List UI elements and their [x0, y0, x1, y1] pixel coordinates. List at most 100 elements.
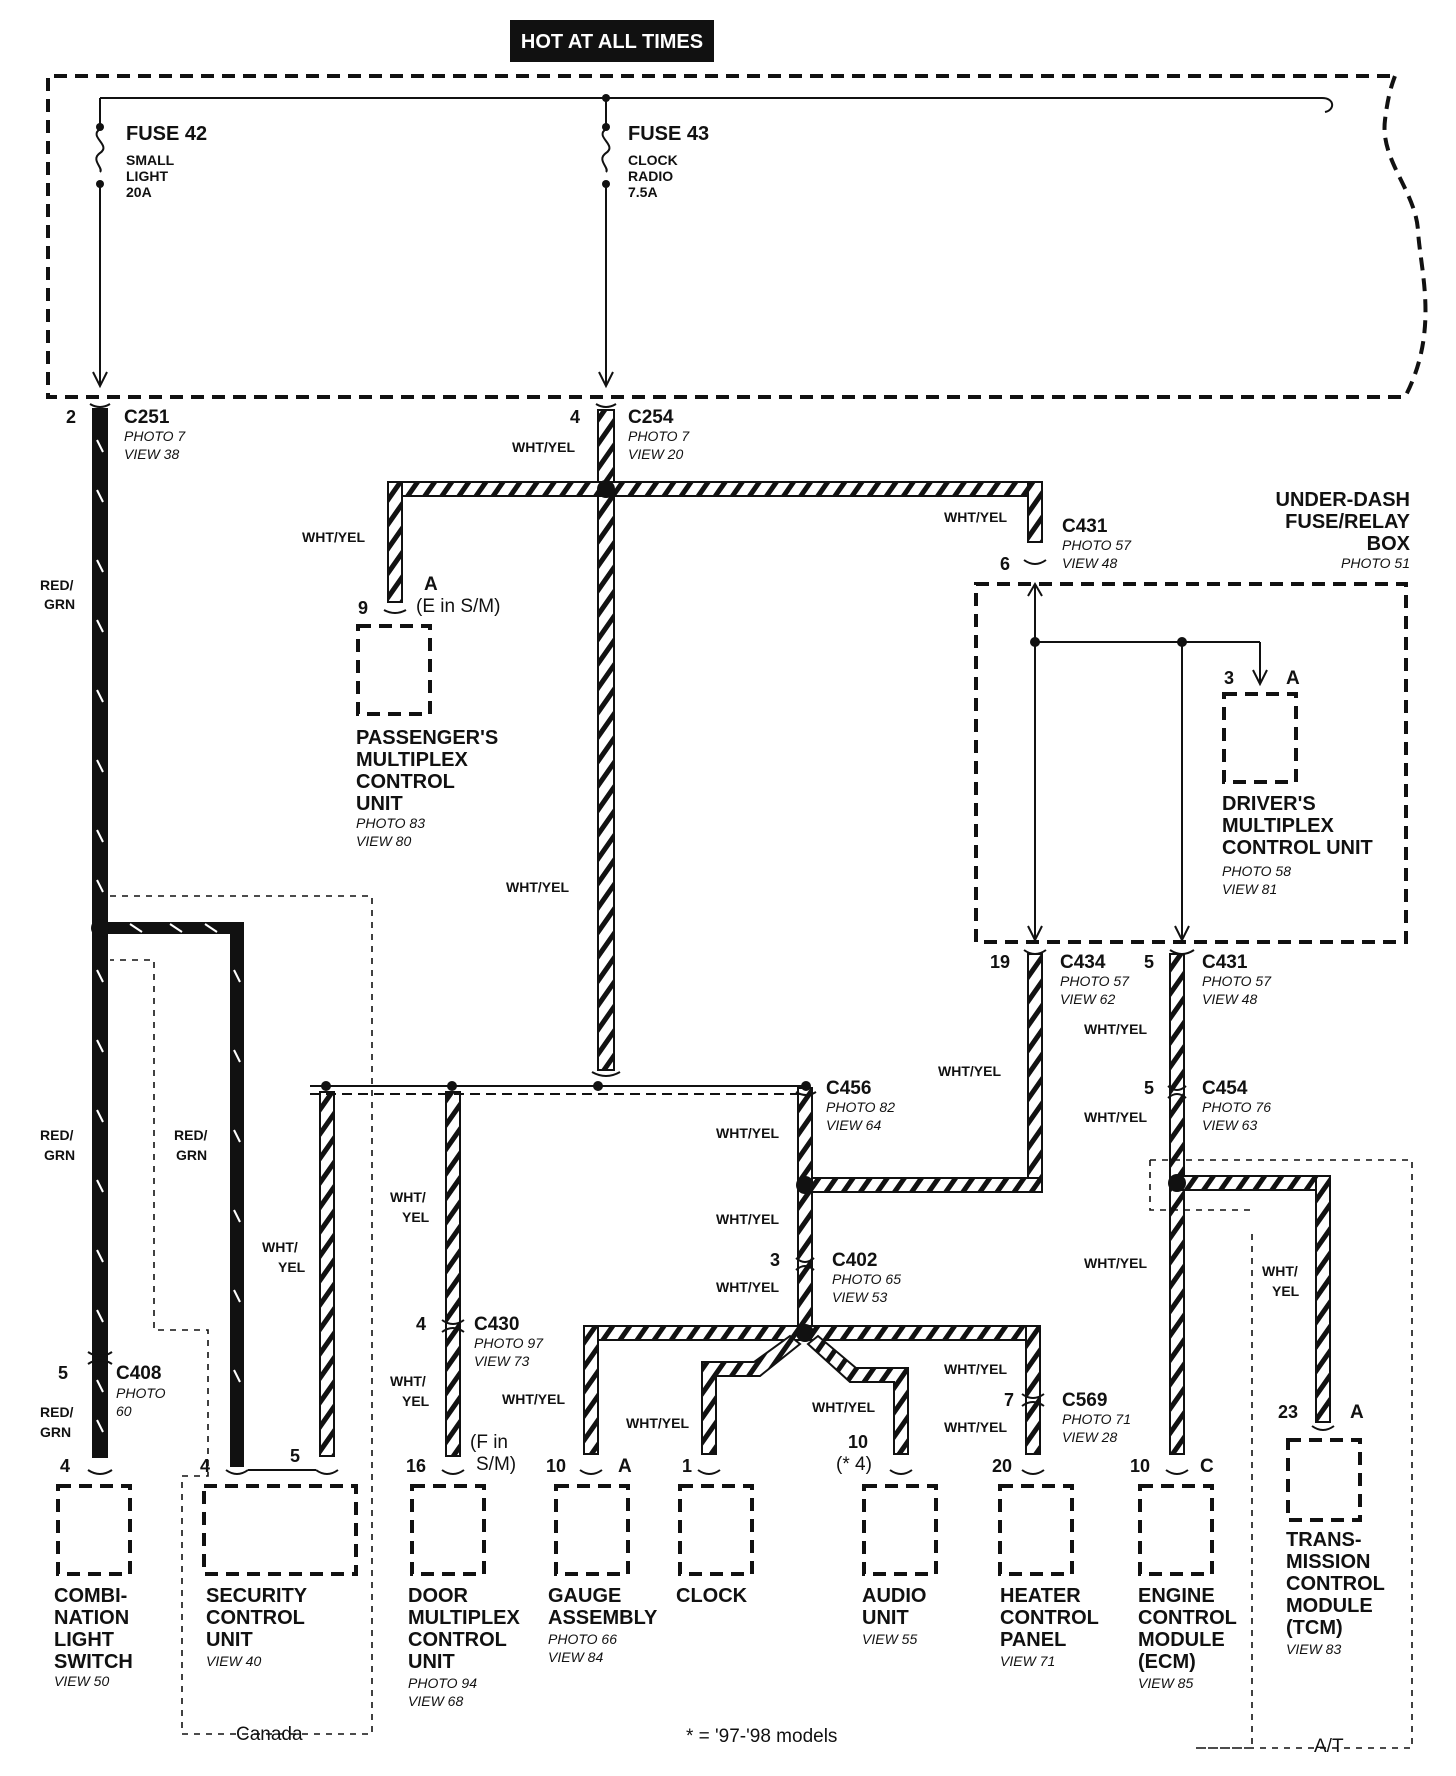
- clock-box: [678, 1484, 754, 1576]
- svg-text:VIEW 85: VIEW 85: [1138, 1675, 1193, 1691]
- svg-text:WHT/: WHT/: [390, 1189, 426, 1205]
- audio-unit-name: AUDIO: [862, 1585, 926, 1607]
- svg-text:GRN: GRN: [40, 1424, 71, 1440]
- canada-label: Canada: [236, 1724, 303, 1745]
- svg-text:4: 4: [200, 1456, 210, 1476]
- svg-text:5: 5: [58, 1363, 68, 1383]
- svg-text:CONTROL: CONTROL: [1286, 1573, 1385, 1595]
- heater-control-panel-box: [998, 1484, 1074, 1576]
- svg-text:(* 4): (* 4): [836, 1454, 872, 1475]
- gauge-assembly-box: [554, 1484, 630, 1576]
- svg-text:HOT AT ALL TIMES: HOT AT ALL TIMES: [521, 31, 703, 53]
- svg-text:WHT/YEL: WHT/YEL: [512, 439, 575, 455]
- svg-text:7: 7: [1004, 1390, 1014, 1410]
- svg-text:C: C: [1200, 1456, 1214, 1477]
- fuse-42-arrow-icon: [92, 371, 108, 389]
- c251-label: C251: [124, 407, 170, 428]
- svg-text:UNIT: UNIT: [356, 793, 403, 815]
- svg-text:ASSEMBLY: ASSEMBLY: [548, 1607, 658, 1629]
- svg-text:(E in S/M): (E in S/M): [416, 596, 500, 617]
- svg-text:PHOTO 57: PHOTO 57: [1062, 537, 1132, 553]
- svg-text:PHOTO 51: PHOTO 51: [1341, 555, 1410, 571]
- tcm-name: TRANS-: [1286, 1529, 1362, 1551]
- svg-text:PHOTO 82: PHOTO 82: [826, 1099, 895, 1115]
- svg-text:(TCM): (TCM): [1286, 1617, 1343, 1639]
- svg-text:WHT/YEL: WHT/YEL: [944, 1361, 1007, 1377]
- svg-text:YEL: YEL: [402, 1393, 430, 1409]
- svg-text:NATION: NATION: [54, 1607, 129, 1629]
- svg-text:WHT/YEL: WHT/YEL: [1084, 1021, 1147, 1037]
- svg-text:RED/: RED/: [40, 577, 74, 593]
- svg-text:YEL: YEL: [402, 1209, 430, 1225]
- fuse-42-name: FUSE 42: [126, 123, 207, 145]
- red-grn-wire: [92, 408, 244, 1467]
- underhood-fuse-box-outline: [46, 74, 1428, 399]
- svg-text:VIEW 81: VIEW 81: [1222, 881, 1277, 897]
- svg-text:WHT/YEL: WHT/YEL: [1084, 1255, 1147, 1271]
- svg-text:A: A: [1350, 1402, 1364, 1423]
- svg-text:10: 10: [848, 1432, 868, 1452]
- svg-text:PHOTO 57: PHOTO 57: [1202, 973, 1272, 989]
- svg-text:VIEW 50: VIEW 50: [54, 1673, 109, 1689]
- door-mcu-name: DOOR: [408, 1585, 469, 1607]
- c431-bottom-label: C431: [1202, 952, 1248, 973]
- svg-text:9: 9: [358, 598, 368, 618]
- c454-label: C454: [1202, 1078, 1248, 1099]
- svg-text:16: 16: [406, 1456, 426, 1476]
- driver-arrow-icon: [1252, 669, 1268, 687]
- svg-text:PHOTO 7: PHOTO 7: [628, 428, 690, 444]
- svg-text:VIEW 20: VIEW 20: [628, 446, 683, 462]
- svg-text:RED/: RED/: [174, 1127, 208, 1143]
- gauge-assembly-name: GAUGE: [548, 1585, 621, 1607]
- svg-text:UNIT: UNIT: [408, 1651, 455, 1673]
- svg-text:1: 1: [682, 1456, 692, 1476]
- bus-continues-icon: [1321, 97, 1334, 113]
- heater-control-panel-name: HEATER: [1000, 1585, 1081, 1607]
- svg-text:WHT/YEL: WHT/YEL: [502, 1391, 565, 1407]
- svg-text:PHOTO 58: PHOTO 58: [1222, 863, 1291, 879]
- fuse-43-name: FUSE 43: [628, 123, 709, 145]
- svg-text:4: 4: [416, 1314, 426, 1334]
- svg-text:CLOCK: CLOCK: [628, 152, 678, 168]
- svg-text:MODULE: MODULE: [1138, 1629, 1225, 1651]
- svg-text:PHOTO 76: PHOTO 76: [1202, 1099, 1271, 1115]
- svg-text:WHT/: WHT/: [390, 1373, 426, 1389]
- svg-text:MODULE: MODULE: [1286, 1595, 1373, 1617]
- c402-label: C402: [832, 1250, 877, 1271]
- ecm-box: [1138, 1484, 1214, 1576]
- svg-text:VIEW 63: VIEW 63: [1202, 1117, 1257, 1133]
- driver-mcu-box: [1222, 692, 1298, 784]
- svg-text:VIEW 38: VIEW 38: [124, 446, 179, 462]
- svg-text:VIEW 73: VIEW 73: [474, 1353, 529, 1369]
- driver-mcu-name: DRIVER'S: [1222, 793, 1316, 815]
- svg-text:WHT/YEL: WHT/YEL: [944, 509, 1007, 525]
- svg-text:VIEW 48: VIEW 48: [1062, 555, 1117, 571]
- svg-text:MULTIPLEX: MULTIPLEX: [1222, 815, 1335, 837]
- fuse-42-symbol: [95, 128, 105, 173]
- svg-text:UNDER-DASH: UNDER-DASH: [1276, 489, 1410, 511]
- svg-text:WHT/YEL: WHT/YEL: [716, 1279, 779, 1295]
- svg-text:S/M): S/M): [476, 1454, 516, 1475]
- svg-text:VIEW 64: VIEW 64: [826, 1117, 881, 1133]
- svg-text:5: 5: [1144, 1078, 1154, 1098]
- footnote: * = '97-'98 models: [686, 1726, 837, 1747]
- svg-text:60: 60: [116, 1403, 132, 1419]
- tcm-box: [1286, 1438, 1362, 1522]
- svg-text:PHOTO 94: PHOTO 94: [408, 1675, 477, 1691]
- c569-label: C569: [1062, 1390, 1107, 1411]
- audio-unit-box: [862, 1484, 938, 1576]
- clock-name: CLOCK: [676, 1585, 748, 1607]
- fuse-43-symbol: [601, 128, 611, 173]
- svg-text:FUSE/RELAY: FUSE/RELAY: [1285, 511, 1411, 533]
- svg-text:PHOTO 71: PHOTO 71: [1062, 1411, 1131, 1427]
- at-label: A/T: [1314, 1736, 1344, 1757]
- svg-text:LIGHT: LIGHT: [126, 168, 168, 184]
- svg-text:WHT/YEL: WHT/YEL: [944, 1419, 1007, 1435]
- svg-text:PHOTO 83: PHOTO 83: [356, 815, 425, 831]
- svg-text:10: 10: [546, 1456, 566, 1476]
- svg-text:(F in: (F in: [470, 1432, 508, 1453]
- svg-text:PHOTO 97: PHOTO 97: [474, 1335, 544, 1351]
- svg-text:WHT/YEL: WHT/YEL: [938, 1063, 1001, 1079]
- svg-text:VIEW 84: VIEW 84: [548, 1649, 603, 1665]
